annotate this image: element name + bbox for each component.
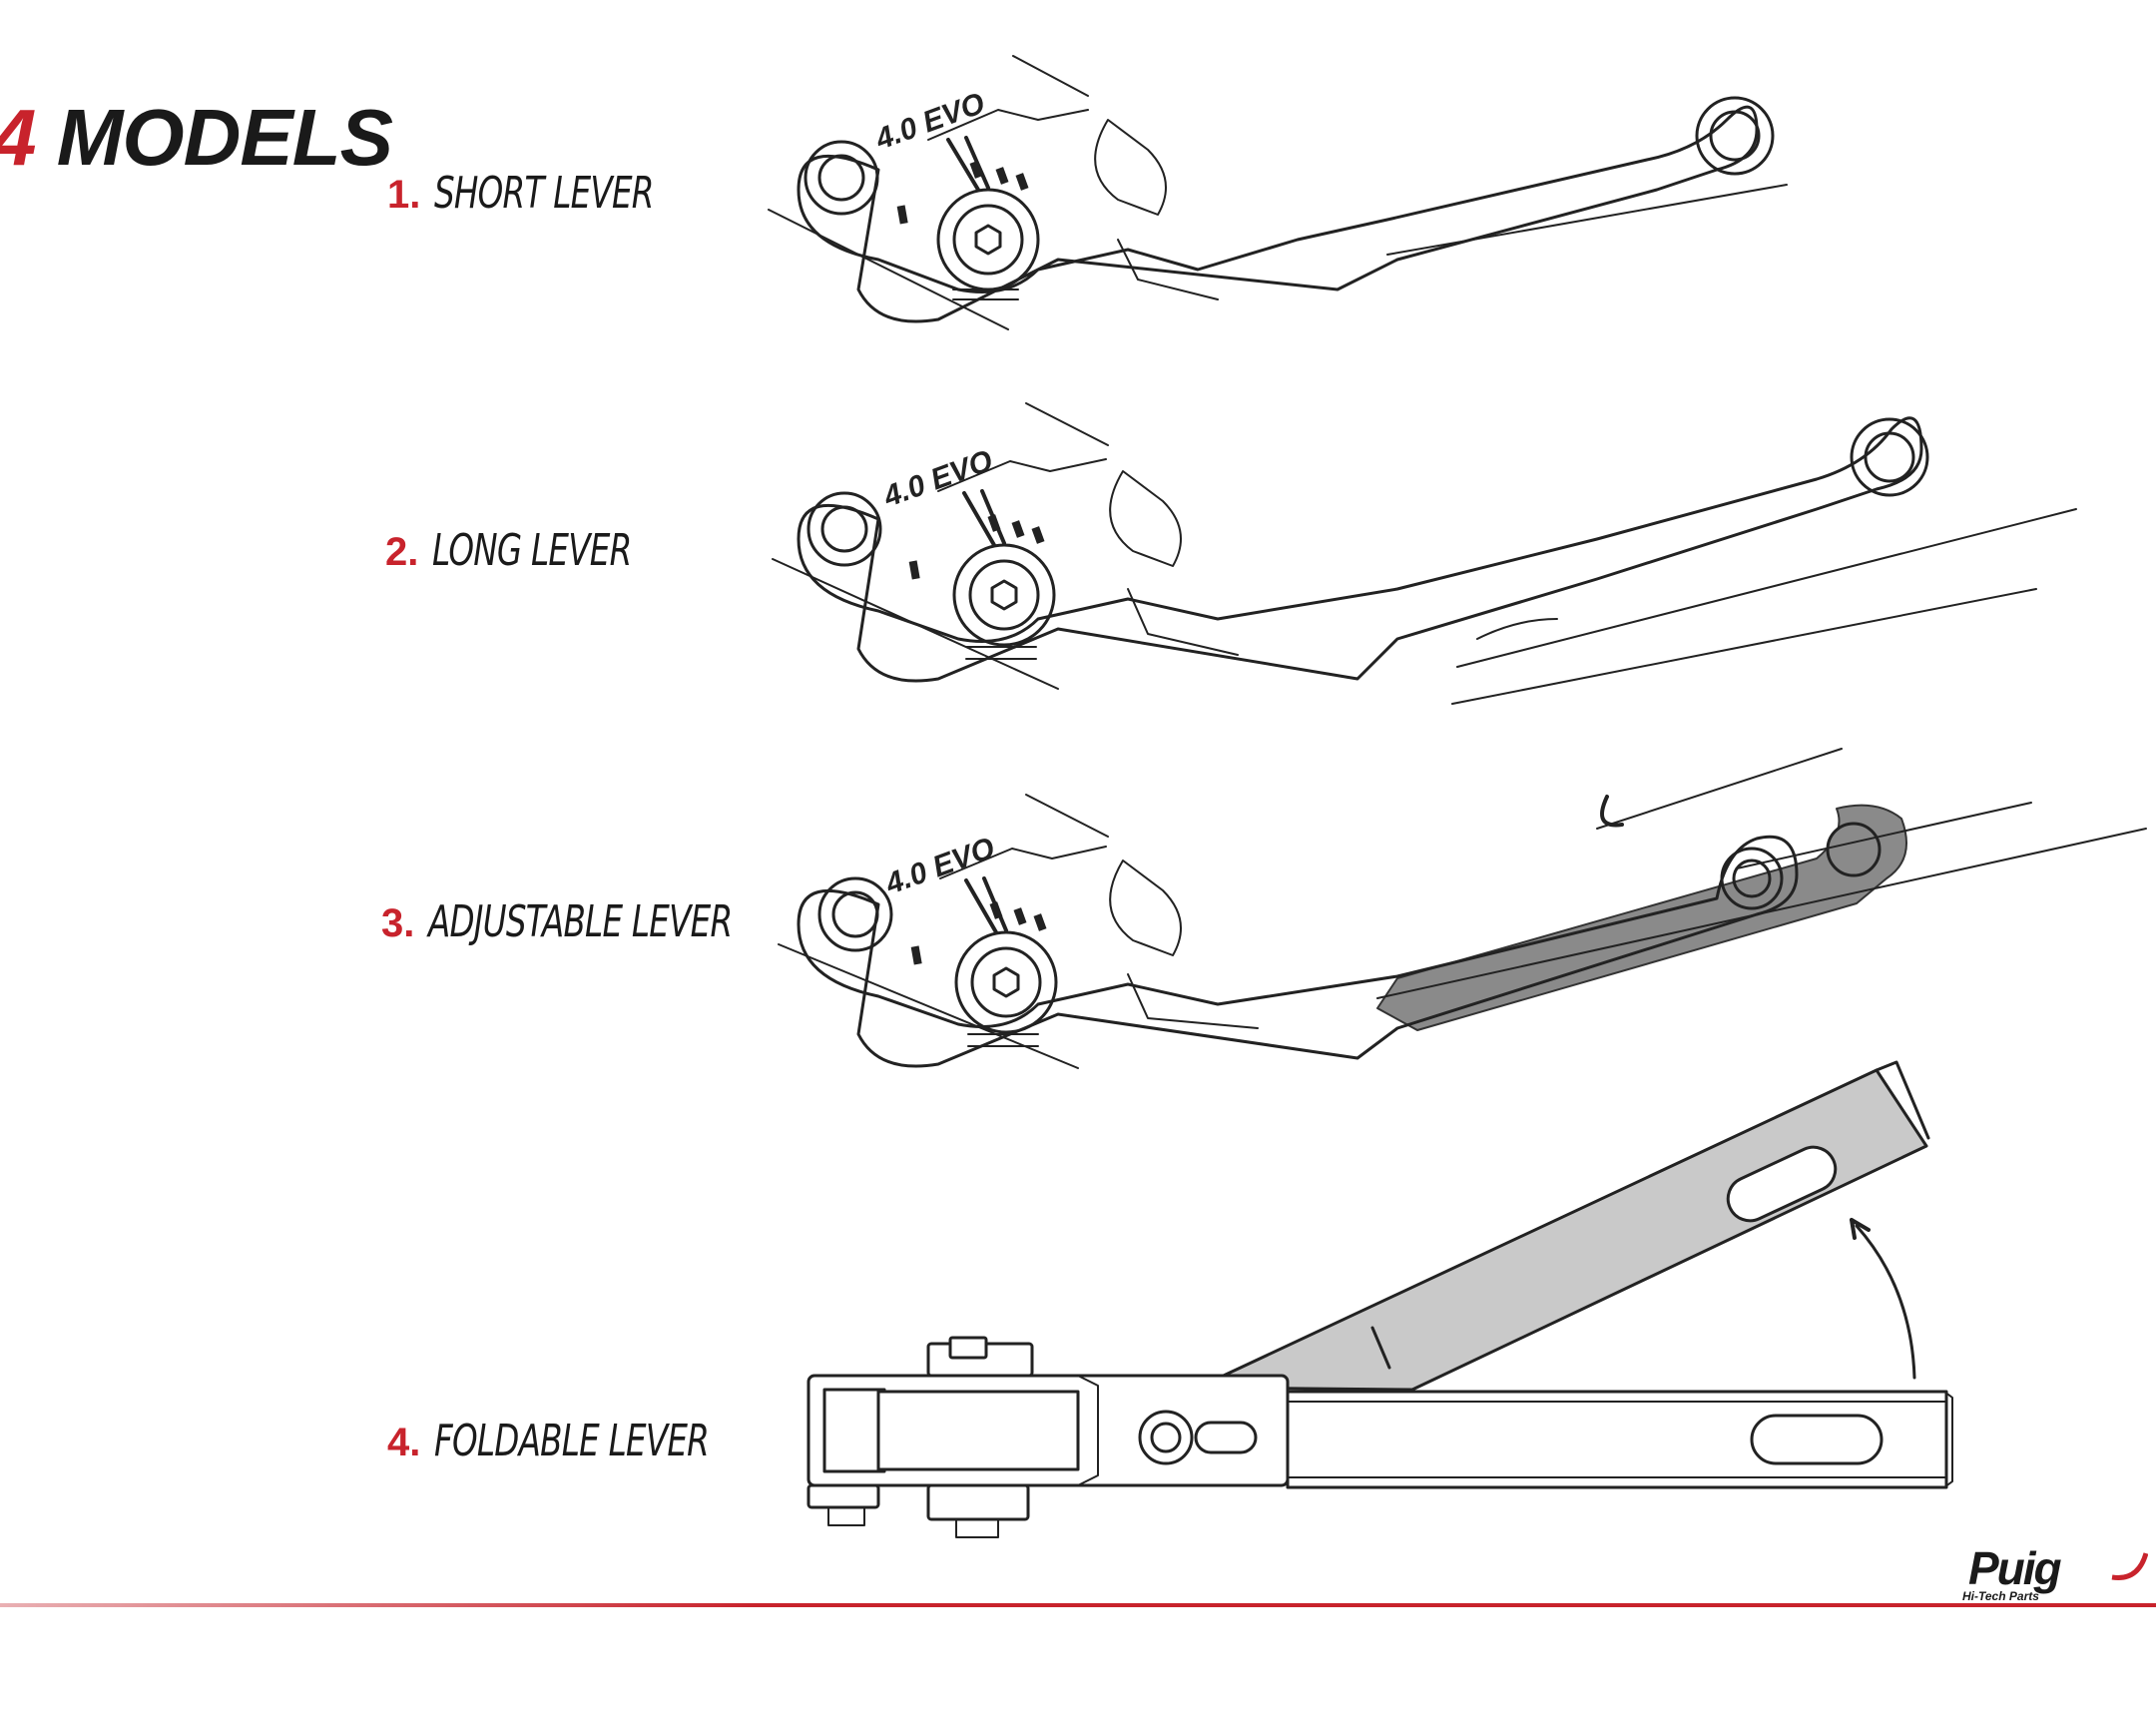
model-name: ADJUSTABLE LEVER — [428, 896, 733, 947]
adjustable-lever-drawing: 4.0 EVO — [778, 748, 2147, 1069]
model-label-adjustable: 3. ADJUSTABLE LEVER — [381, 896, 839, 947]
lever-marking: 4.0 EVO — [878, 444, 997, 514]
model-label-long: 2. LONG LEVER — [385, 525, 702, 576]
fold-direction-arrow — [1855, 1224, 1916, 1380]
adjuster-marks — [896, 161, 1029, 225]
model-name: LONG LEVER — [432, 525, 632, 576]
page-title: 4 MODELS — [0, 92, 393, 184]
adjuster-marks — [908, 514, 1045, 580]
adjust-direction-arrow — [1600, 795, 1624, 828]
model-number: 1. — [387, 173, 421, 217]
model-name: FOLDABLE LEVER — [434, 1416, 710, 1466]
model-number: 3. — [381, 901, 415, 945]
brand-tagline: Hi-Tech Parts — [1962, 1589, 2039, 1603]
adjuster-marks — [910, 901, 1047, 965]
model-label-short: 1. SHORT LEVER — [387, 168, 731, 219]
folded-arm — [1196, 1068, 1928, 1392]
short-lever-drawing: 4.0 EVO — [768, 55, 1788, 330]
model-label-foldable: 4. FOLDABLE LEVER — [387, 1416, 806, 1466]
footer-rule — [0, 1603, 2156, 1607]
model-number: 4. — [387, 1421, 421, 1464]
model-name: SHORT LEVER — [434, 168, 655, 219]
title-number: 4 — [0, 93, 36, 182]
lever-marking: 4.0 EVO — [880, 832, 999, 901]
puig-logo: Puig Hi-Tech Parts — [1958, 1542, 2156, 1611]
model-number: 2. — [385, 530, 419, 574]
long-lever-drawing: 4.0 EVO — [772, 402, 2077, 705]
swoosh-icon — [2111, 1552, 2148, 1580]
title-text: MODELS — [35, 93, 393, 182]
brand-name: Puig — [1968, 1542, 2062, 1594]
foldable-lever-drawing — [807, 1060, 1953, 1538]
